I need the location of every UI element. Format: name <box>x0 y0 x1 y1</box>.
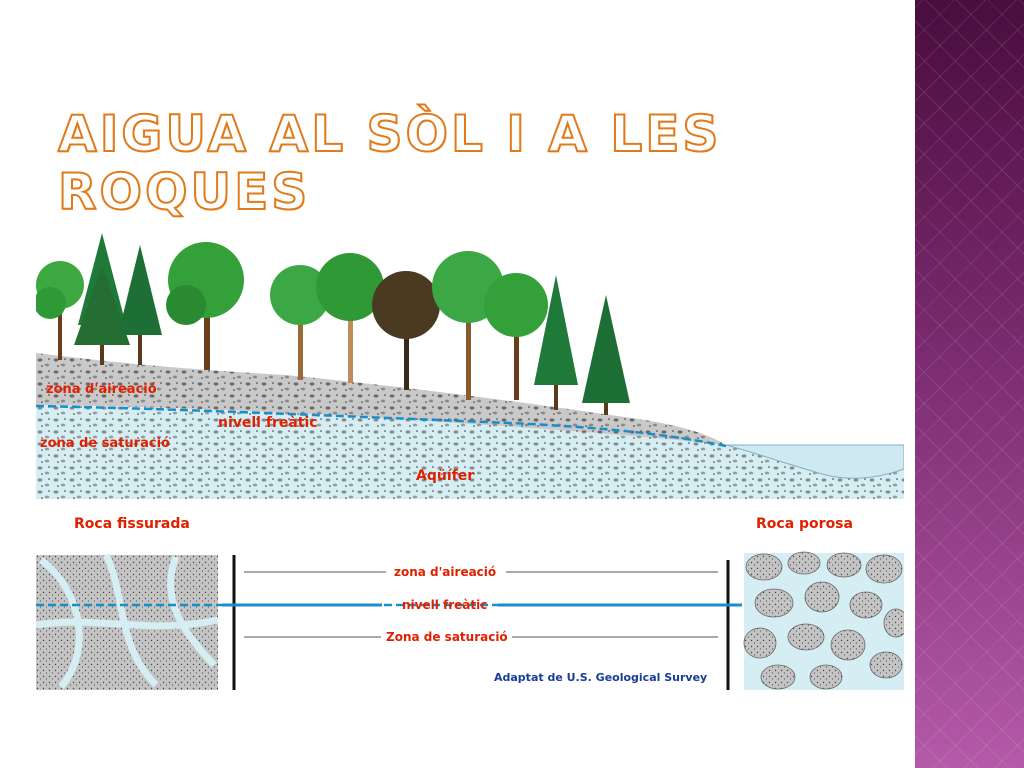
tree-cluster <box>36 233 630 415</box>
center-water-table-label: nivell freàtic <box>402 598 487 612</box>
aquifer-label: Aqüífer <box>416 468 474 484</box>
saturated-zone <box>36 405 904 499</box>
zone-aeration-label: zona d'aireació <box>46 382 157 397</box>
lake <box>725 444 904 479</box>
zone-saturation-label: zona de saturació <box>40 436 170 451</box>
slide-title: Aigua al sòl i a les roques <box>57 104 722 222</box>
aeration-zone-soil <box>36 353 726 445</box>
center-saturation-label: Zona de saturació <box>386 630 508 644</box>
groundwater-diagram: zona d'aireació nivell freàtic zona de s… <box>36 233 904 690</box>
porous-rock-panel <box>743 551 904 690</box>
porous-rock-label: Roca porosa <box>756 516 853 532</box>
credit-text: Adaptat de U.S. Geological Survey <box>494 671 707 684</box>
water-table-line <box>36 404 727 448</box>
center-aeration-label: zona d'aireació <box>394 565 496 579</box>
decorative-sidebar <box>912 0 1024 768</box>
fractured-rock-panel <box>36 553 219 690</box>
fractured-rock-label: Roca fissurada <box>74 516 190 532</box>
water-table-label: nivell freàtic <box>218 415 318 431</box>
